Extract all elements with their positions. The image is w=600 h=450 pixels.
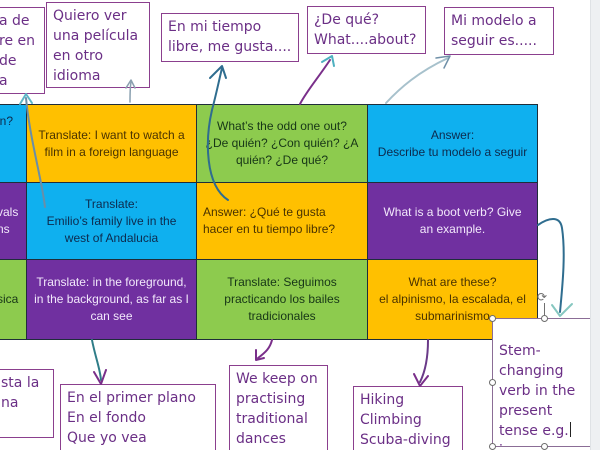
cell-text: in? bbox=[0, 114, 14, 128]
grid-cell-r3-c0: sica bbox=[0, 259, 27, 340]
cell-text: vals ns bbox=[0, 205, 19, 236]
note-keep-on[interactable]: We keep on practising traditional dances bbox=[229, 365, 328, 450]
cell-text: Answer: Describe tu modelo a seguir bbox=[377, 127, 528, 159]
note-modelo[interactable]: Mi modelo a seguir es..... bbox=[444, 7, 554, 55]
ink-arrow-9 bbox=[419, 339, 429, 383]
note-stem-changing[interactable]: Stem- changing verb in the present tense… bbox=[492, 318, 590, 447]
ink-arrow-7 bbox=[91, 339, 102, 381]
grid-cell-r2-c3: What is a boot verb? Give an example. bbox=[367, 182, 538, 260]
grid-cell-r1-c0: in? bbox=[0, 104, 27, 183]
cell-text: Translate: Emilio’s family live in the w… bbox=[46, 196, 177, 245]
resize-handle-middle-left[interactable] bbox=[489, 379, 496, 386]
text-cursor bbox=[569, 422, 571, 437]
grid-cell-r1-c2: What’s the odd one out? ¿De quién? ¿Con … bbox=[196, 104, 368, 183]
rotate-handle-stem bbox=[544, 303, 545, 316]
scrollbar-track[interactable] bbox=[590, 0, 600, 450]
cell-text: Translate: in the foreground, in the bac… bbox=[34, 275, 189, 323]
note-top-left-partial[interactable]: a de re en de a bbox=[0, 7, 45, 94]
resize-handle-bottom-left[interactable] bbox=[489, 443, 496, 450]
resize-handle-bottom-middle[interactable] bbox=[541, 443, 548, 450]
cell-text: Answer: ¿Qué te gusta hacer en tu tiempo… bbox=[203, 205, 336, 236]
grid-cell-r2-c1: Translate: Emilio’s family live in the w… bbox=[26, 182, 197, 260]
note-tiempo-libre[interactable]: En mi tiempo libre, me gusta.... bbox=[161, 13, 299, 62]
resize-handle-top-middle[interactable] bbox=[541, 315, 548, 322]
note-de-que[interactable]: ¿De qué? What....about? bbox=[307, 6, 426, 54]
ink-arrow-8 bbox=[257, 339, 273, 359]
grid-cell-r3-c2: Translate: Seguimos practicando los bail… bbox=[196, 259, 368, 340]
note-stem-changing-text: Stem- changing verb in the present tense… bbox=[499, 343, 576, 439]
rotate-handle-icon[interactable]: ⟳ bbox=[536, 290, 548, 304]
cell-text: Translate: Seguimos practicando los bail… bbox=[224, 275, 340, 323]
note-hiking[interactable]: Hiking Climbing Scuba-diving bbox=[353, 386, 463, 450]
cell-text: Translate: I want to watch a film in a f… bbox=[38, 127, 185, 159]
note-quiero-ver[interactable]: Quiero ver una película en otro idioma bbox=[46, 2, 150, 88]
note-bottom-left-partial[interactable]: sta la na bbox=[0, 369, 54, 438]
ink-arrow-5 bbox=[385, 57, 449, 104]
cell-text: What are these? el alpinismo, la escalad… bbox=[379, 275, 526, 323]
cell-text: What’s the odd one out? ¿De quién? ¿Con … bbox=[205, 119, 359, 167]
grid-cell-r1-c1: Translate: I want to watch a film in a f… bbox=[26, 104, 197, 183]
cell-text: What is a boot verb? Give an example. bbox=[383, 205, 522, 236]
grid-cell-r3-c3: What are these? el alpinismo, la escalad… bbox=[367, 259, 538, 340]
resize-handle-top-left[interactable] bbox=[489, 315, 496, 322]
grid-cell-r1-c3: Answer: Describe tu modelo a seguir bbox=[367, 104, 538, 183]
grid-cell-r2-c0: vals ns bbox=[0, 182, 27, 260]
cell-text: sica bbox=[0, 292, 19, 306]
grid-cell-r2-c2: Answer: ¿Qué te gusta hacer en tu tiempo… bbox=[196, 182, 368, 260]
note-stem-changing-last: jugar bbox=[499, 443, 535, 446]
ink-arrow-4 bbox=[299, 59, 331, 105]
grid-cell-r3-c1: Translate: in the foreground, in the bac… bbox=[26, 259, 197, 340]
note-primer-plano[interactable]: En el primer plano En el fondo Que yo ve… bbox=[60, 384, 216, 450]
